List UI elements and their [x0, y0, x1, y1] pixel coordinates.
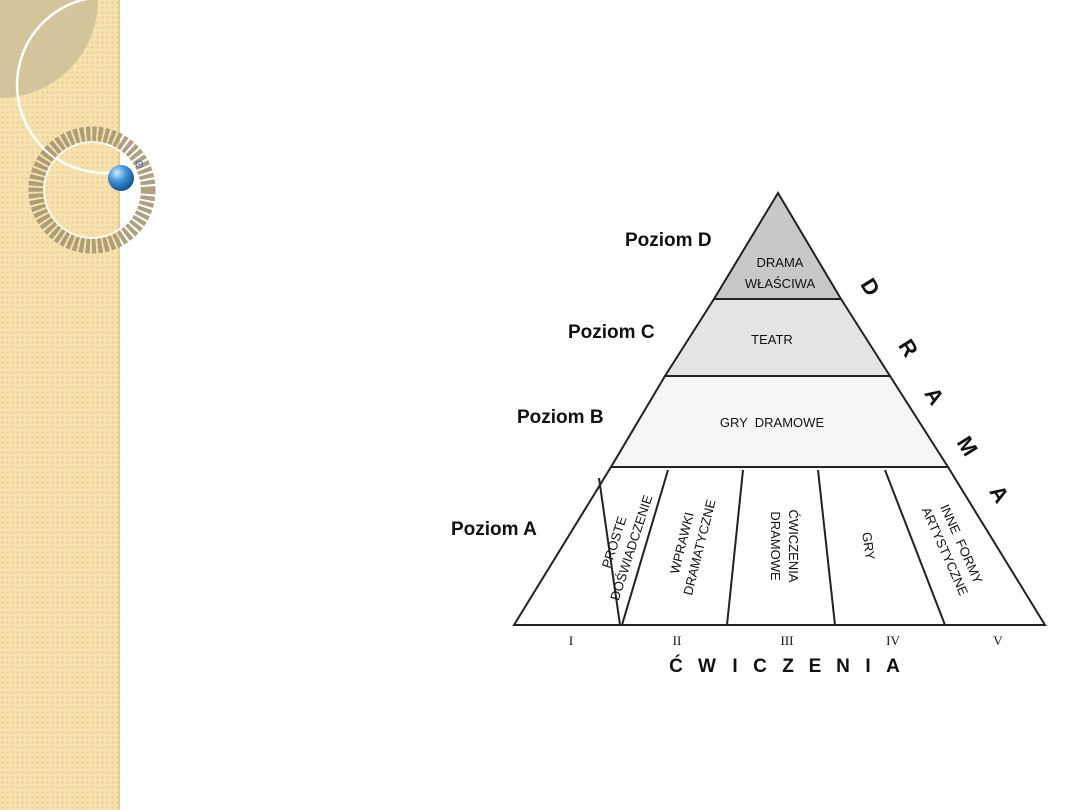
level-b-label: Poziom B: [517, 407, 604, 428]
drama-letter-4: M: [952, 432, 983, 461]
decor-arc-large: [15, 0, 160, 175]
exercise-column-3: ĆWICZENIA DRAMOWE: [768, 510, 801, 583]
numeral-3: III: [781, 633, 794, 648]
bottom-word: Ć W I C Z E N I A: [669, 655, 900, 677]
level-c-text: TEATR: [751, 332, 793, 347]
bottom-letter-7: N: [836, 656, 850, 677]
numeral-4: IV: [886, 633, 900, 648]
column-divider: [884, 469, 946, 626]
drama-letter-2: R: [894, 335, 924, 362]
globe-superscript: Θ: [135, 159, 144, 171]
column-divider: [817, 469, 836, 626]
decor-ring: [28, 126, 156, 254]
level-c-label: Poziom C: [568, 322, 655, 343]
exercise-3-line1: ĆWICZENIA: [786, 510, 801, 583]
bottom-letter-4: C: [753, 656, 767, 677]
bottom-letter-6: E: [809, 656, 822, 677]
bottom-letter-9: A: [886, 656, 900, 677]
bottom-letter-5: Z: [782, 656, 794, 677]
decor-ring-inner: [43, 141, 141, 239]
decoration: Θ: [0, 0, 160, 254]
level-d-label: Poziom D: [625, 230, 712, 251]
column-divider: [598, 477, 621, 626]
drama-letter-3: A: [920, 383, 950, 410]
bottom-letter-3: I: [732, 656, 737, 677]
globe-icon: [108, 165, 134, 191]
drama-letter-1: D: [856, 274, 886, 301]
exercise-3-line2: DRAMOWE: [768, 511, 783, 581]
bottom-letter-2: W: [698, 656, 716, 677]
exercise-column-4: GRY: [859, 531, 878, 561]
bottom-letter-1: Ć: [669, 655, 683, 677]
level-d-text-line1: DRAMA: [757, 255, 804, 270]
column-divider: [621, 469, 669, 626]
level-a-label: Poziom A: [451, 519, 537, 540]
level-a-band: [512, 466, 1047, 626]
drama-letter-5: A: [985, 481, 1015, 508]
numeral-5: V: [993, 633, 1003, 648]
exercise-4-line1: GRY: [859, 531, 878, 561]
decor-quarter-circle: [0, 0, 98, 98]
bottom-letter-8: I: [865, 656, 870, 677]
level-b-text: GRY DRAMOWE: [720, 415, 825, 430]
numeral-2: II: [673, 633, 682, 648]
numeral-1: I: [569, 633, 573, 648]
column-divider: [726, 469, 744, 626]
level-d-text-line2: WŁAŚCIWA: [745, 276, 816, 291]
